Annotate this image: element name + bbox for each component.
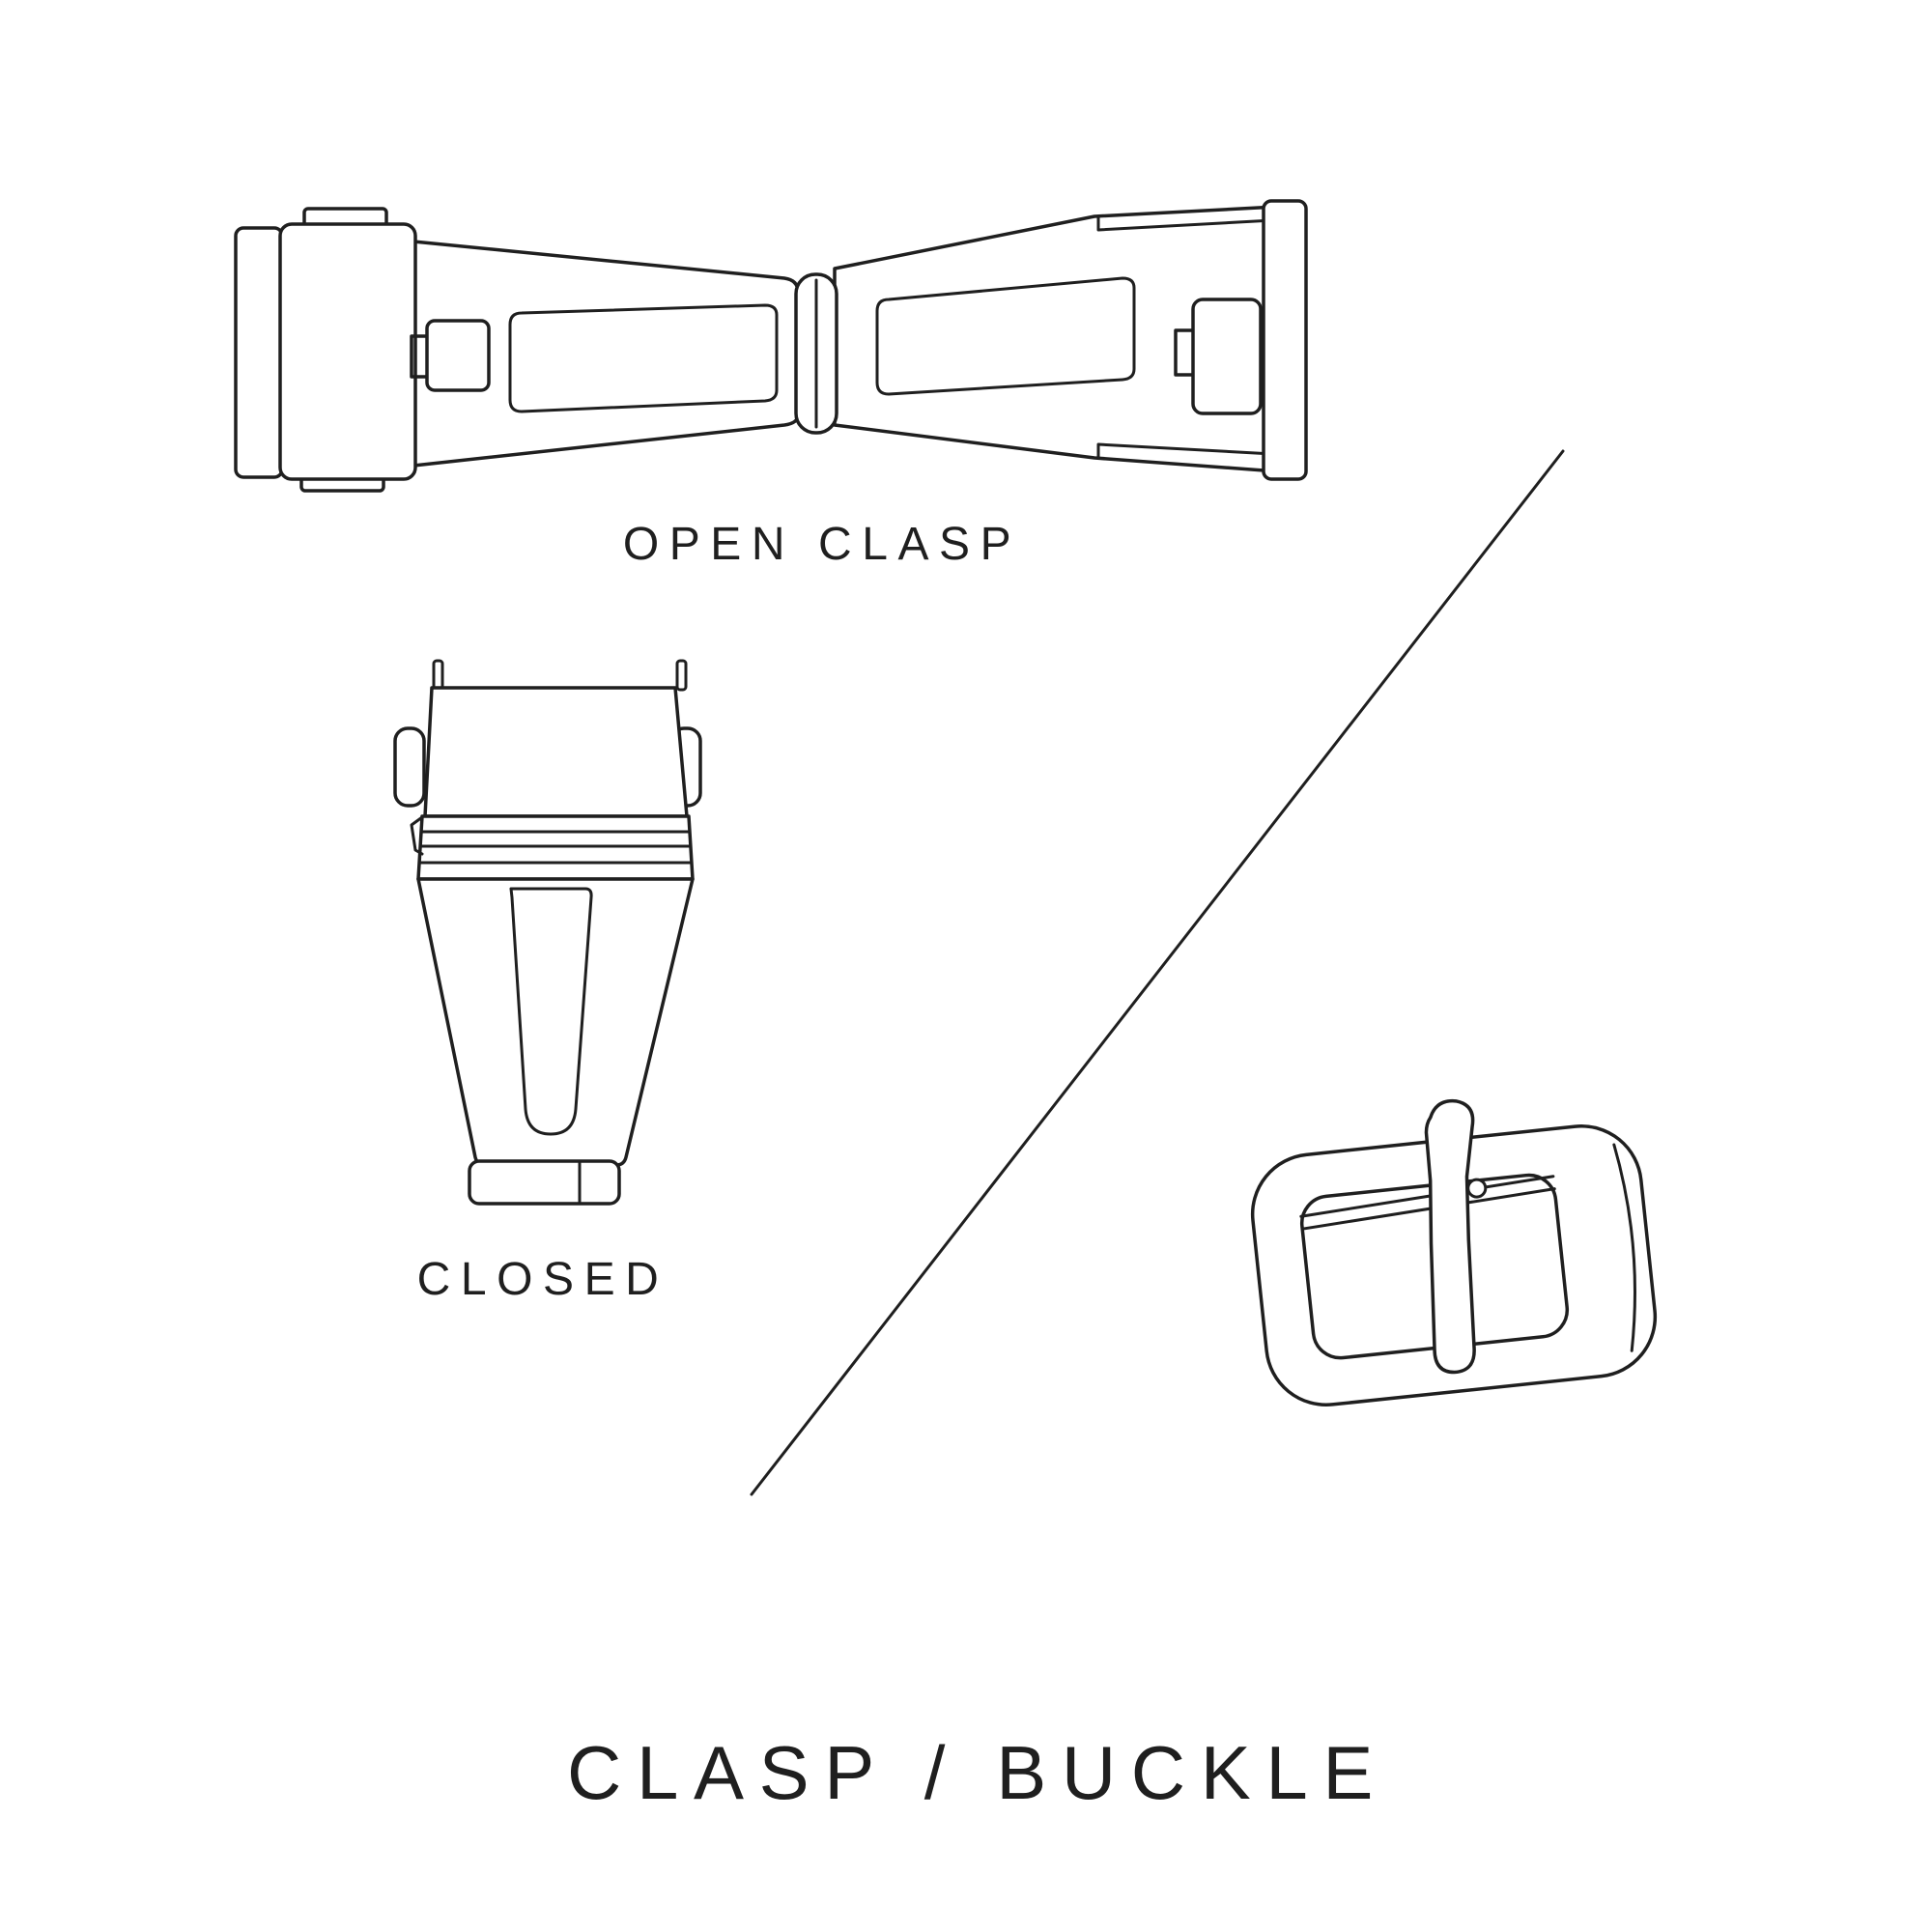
open-clasp-label: OPEN CLASP (622, 519, 1022, 570)
tang-buckle-illustration (1241, 1087, 1666, 1444)
spring-bar (1299, 1175, 1556, 1231)
divider-line (744, 440, 1575, 1502)
closed-clasp-illustration (382, 657, 710, 1212)
diagram-title: CLASP / BUCKLE (567, 1730, 1388, 1815)
end-plate (1262, 199, 1308, 481)
closed-clasp-icon (393, 659, 702, 1206)
buckle-prong (1424, 1098, 1488, 1375)
left-folding-arm (278, 222, 800, 481)
center-hinge (794, 272, 838, 435)
hinge-band (410, 814, 695, 881)
open-clasp-illustration (232, 184, 1314, 502)
closed-clasp-label: CLOSED (416, 1254, 669, 1305)
top-cover (393, 659, 702, 818)
right-folding-arm (833, 199, 1308, 481)
tang-buckle-icon (1250, 1098, 1658, 1407)
clasp-body (416, 877, 695, 1167)
open-clasp-icon (234, 199, 1308, 493)
bottom-link (468, 1159, 621, 1206)
